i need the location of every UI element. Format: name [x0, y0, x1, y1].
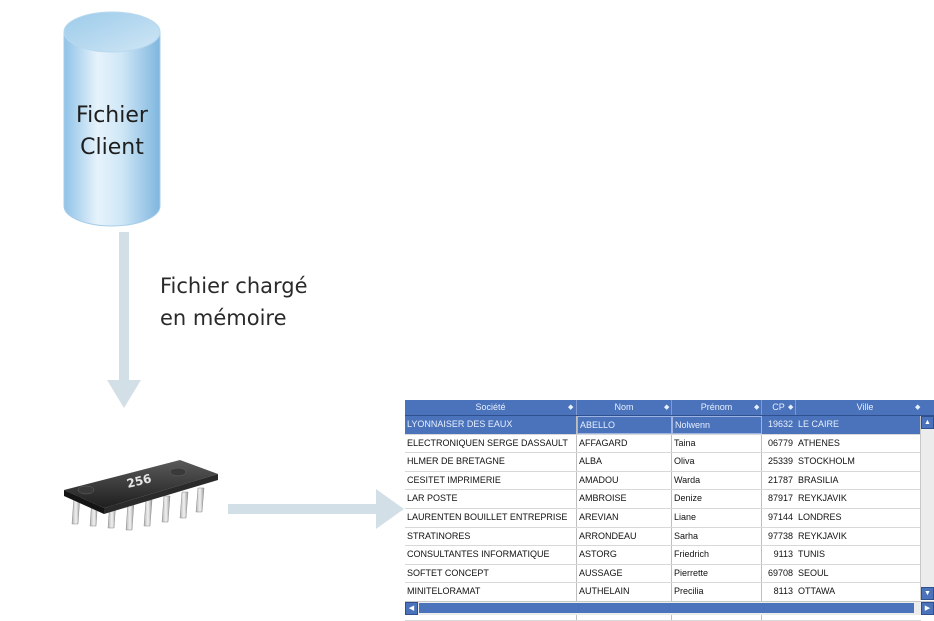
cell-prenom: Taina — [672, 434, 762, 453]
horizontal-scrollbar[interactable]: ◀ ▶ — [405, 601, 934, 615]
scroll-left-icon[interactable]: ◀ — [405, 602, 418, 615]
cell-societe: LYONNAISER DES EAUX — [405, 416, 577, 434]
cell-prenom: Oliva — [672, 453, 762, 471]
load-caption-line1: Fichier chargé — [160, 274, 308, 298]
vertical-scrollbar[interactable]: ▲ ▼ — [920, 416, 934, 600]
table-row[interactable]: LYONNAISER DES EAUX ABELLO Nolwenn 19632… — [405, 416, 921, 435]
cell-ville: REYKJAVIK — [798, 530, 847, 541]
cell-nom: AUSSAGE — [577, 564, 672, 583]
cell-ville: BRASILIA — [798, 474, 839, 485]
column-header-nom[interactable]: Nom — [577, 400, 672, 415]
right-arrow-icon — [228, 489, 404, 529]
cell-cp: 25339 — [767, 456, 793, 467]
cell-prenom: Denize — [672, 490, 762, 508]
cell-nom: ABELLO — [577, 416, 672, 434]
cell-cp: 87917 — [767, 493, 793, 504]
cell-prenom: Liane — [672, 508, 762, 527]
cell-societe: HLMER DE BRETAGNE — [405, 453, 577, 471]
cell-societe: SOFTET CONCEPT — [405, 564, 577, 583]
down-arrow-icon — [107, 232, 141, 408]
column-header-societe[interactable]: Société — [405, 400, 577, 415]
cell-nom: ALBA — [577, 453, 672, 471]
cell-nom: ARRONDEAU — [577, 527, 672, 546]
cell-ville: LONDRES — [798, 511, 842, 522]
cell-societe: LAR POSTE — [405, 490, 577, 508]
cell-ville: OTTAWA — [798, 586, 836, 597]
cell-cp: 21787 — [767, 474, 793, 485]
cell-ville: TUNIS — [798, 549, 825, 560]
cell-ville: REYKJAVIK — [798, 493, 847, 504]
cell-nom: AFFAGARD — [577, 434, 672, 453]
cell-cp: 06779 — [767, 437, 793, 448]
cell-nom: AREVIAN — [577, 508, 672, 527]
table-row[interactable]: HLMER DE BRETAGNE ALBA Oliva 25339 STOCK… — [405, 453, 921, 472]
table-row[interactable]: SOFTET CONCEPT AUSSAGE Pierrette 69708 S… — [405, 564, 921, 584]
cell-prenom: Warda — [672, 471, 762, 490]
sort-icon[interactable]: ◆ — [664, 404, 670, 411]
client-table: Société Nom Prénom CP Ville ◆ ◆ ◆ ◆ ◆ LY… — [405, 400, 934, 621]
cell-cp: 9113 — [773, 549, 793, 560]
cell-prenom: Precilia — [672, 583, 762, 601]
sort-icon[interactable]: ◆ — [788, 404, 794, 411]
scroll-down-icon[interactable]: ▼ — [921, 587, 934, 600]
cell-societe: MINITELORAMAT — [405, 583, 577, 601]
cell-prenom: Friedrich — [672, 546, 762, 564]
scroll-right-icon[interactable]: ▶ — [921, 602, 934, 615]
cell-prenom: Pierrette — [672, 564, 762, 583]
load-caption: Fichier chargé en mémoire — [160, 270, 308, 334]
sort-icon[interactable]: ◆ — [568, 404, 574, 411]
sort-icon[interactable]: ◆ — [754, 404, 760, 411]
memory-chip-icon: 256 — [64, 460, 218, 531]
scroll-up-icon[interactable]: ▲ — [921, 416, 934, 429]
table-row[interactable]: STRATINORES ARRONDEAU Sarha 97738 REYKJA… — [405, 527, 921, 547]
table-row[interactable]: CONSULTANTES INFORMATIQUE ASTORG Friedri… — [405, 546, 921, 565]
column-header-cp[interactable]: CP — [762, 400, 796, 415]
table-row[interactable]: LAR POSTE AMBROISE Denize 87917 REYKJAVI… — [405, 490, 921, 509]
column-header-prenom[interactable]: Prénom — [672, 400, 762, 415]
cell-cp: 97144 — [767, 511, 793, 522]
scroll-thumb[interactable] — [419, 603, 914, 613]
load-caption-line2: en mémoire — [160, 306, 287, 330]
cell-societe: CONSULTANTES INFORMATIQUE — [405, 546, 577, 564]
database-label-line1: Fichier — [76, 103, 148, 128]
cell-prenom: Sarha — [672, 527, 762, 546]
table-row[interactable]: ELECTRONIQUEN SERGE DASSAULT AFFAGARD Ta… — [405, 434, 921, 454]
cell-prenom: Nolwenn — [672, 416, 762, 434]
cell-societe: STRATINORES — [405, 527, 577, 546]
column-header-ville[interactable]: Ville — [856, 402, 874, 412]
table-row[interactable]: LAURENTEN BOUILLET ENTREPRISE AREVIAN Li… — [405, 508, 921, 528]
sort-icon[interactable]: ◆ — [915, 404, 921, 411]
cell-ville: SEOUL — [798, 567, 829, 578]
cell-cp: 97738 — [767, 530, 793, 541]
cell-ville: LE CAIRE — [798, 419, 840, 429]
database-label: Fichier Client — [62, 100, 162, 164]
database-cylinder-icon — [63, 11, 161, 227]
table-header: Société Nom Prénom CP Ville ◆ ◆ ◆ ◆ ◆ — [405, 400, 934, 416]
table-row[interactable]: MINITELORAMAT AUTHELAIN Precilia 8113 OT… — [405, 583, 921, 602]
table-row[interactable]: CESITET IMPRIMERIE AMADOU Warda 21787 BR… — [405, 471, 921, 491]
cell-nom: AMBROISE — [577, 490, 672, 508]
cell-ville: ATHENES — [798, 437, 840, 448]
cell-societe: ELECTRONIQUEN SERGE DASSAULT — [405, 434, 577, 453]
database-label-line2: Client — [80, 135, 144, 160]
cell-cp: 19632 — [767, 419, 793, 429]
cell-nom: AMADOU — [577, 471, 672, 490]
cell-nom: AUTHELAIN — [577, 583, 672, 601]
chip-label: 256 — [125, 471, 153, 491]
cell-societe: CESITET IMPRIMERIE — [405, 471, 577, 490]
cell-cp: 8113 — [773, 586, 793, 597]
cell-ville: STOCKHOLM — [798, 456, 855, 467]
table-body: LYONNAISER DES EAUX ABELLO Nolwenn 19632… — [405, 416, 921, 621]
cell-nom: ASTORG — [577, 546, 672, 564]
cell-societe: LAURENTEN BOUILLET ENTREPRISE — [405, 508, 577, 527]
cell-cp: 69708 — [767, 567, 793, 578]
